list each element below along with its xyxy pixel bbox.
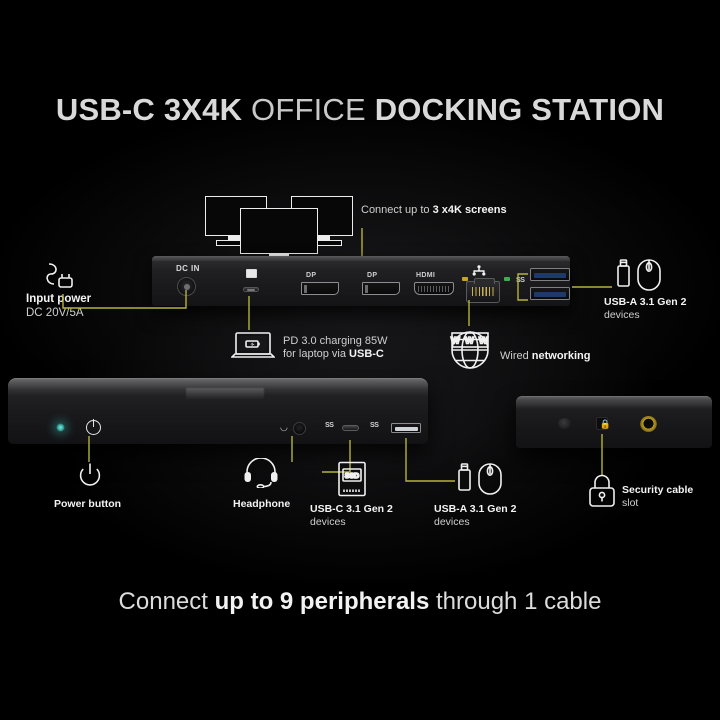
callout-input-power-line2: DC 20V/5A xyxy=(26,307,84,320)
side-vent-port xyxy=(558,418,571,429)
callout-headphone-label: Headphone xyxy=(233,498,291,510)
displayport-1[interactable] xyxy=(301,282,339,295)
network-nodes-icon xyxy=(472,265,486,276)
usb-flash-mouse-icon xyxy=(614,258,668,292)
callout-pd-charging: PD 3.0 charging 85W for laptop via USB-C xyxy=(283,335,388,362)
callout-pd-line2-bold: USB-C xyxy=(349,348,384,361)
title-part-2: OFFICE xyxy=(242,92,375,127)
dock-front-gloss xyxy=(8,378,428,396)
title-part-3: DOCKING STATION xyxy=(374,92,665,127)
superspeed-logo-front-a: SS xyxy=(370,422,379,429)
padlock-icon xyxy=(586,472,618,508)
callout-usbc-front-line2: devices xyxy=(310,515,346,528)
superspeed-logo-front-c: SS xyxy=(325,422,334,429)
footer-pre: Connect xyxy=(118,588,215,615)
dc-in-label: DC IN xyxy=(176,264,200,273)
dock-side-view: 🔒 xyxy=(516,396,712,448)
ssd-icon: SSD xyxy=(336,461,368,497)
callout-power-button-label: Power button xyxy=(54,498,122,510)
callout-headphone: Headphone xyxy=(233,498,290,511)
usb-c-port-front[interactable] xyxy=(342,425,359,431)
callout-security-line1: Security cable xyxy=(622,484,694,496)
callout-usbc-front-line1: USB-C 3.1 Gen 2 xyxy=(310,503,393,515)
callout-screens: Connect up to 3 x4K screens xyxy=(361,204,507,217)
power-cable-icon xyxy=(44,262,78,292)
callout-security-slot: Security cable slot xyxy=(622,484,693,510)
page-title: USB-C 3X4K OFFICE DOCKING STATION xyxy=(0,92,720,128)
callout-pd-line1: PD 3.0 charging 85W xyxy=(283,335,388,347)
callout-usbc-front: USB-C 3.1 Gen 2 devices xyxy=(310,503,393,529)
hdmi-port[interactable] xyxy=(414,282,454,295)
callout-screens-bold: 3 x4K screens xyxy=(432,204,507,216)
callout-pd-line2: for laptop via USB-C xyxy=(283,348,388,361)
callout-usba-front: USB-A 3.1 Gen 2 devices xyxy=(434,503,516,529)
dock-rear-top-edge xyxy=(152,256,570,261)
power-button[interactable] xyxy=(86,419,101,435)
callout-usba-front-line1: USB-A 3.1 Gen 2 xyxy=(434,503,517,515)
callout-pd-line2-pre: for laptop via xyxy=(283,348,350,361)
dock-rear-view: DC IN DP DP HDMI SS xyxy=(152,256,570,306)
headset-icon xyxy=(243,458,279,488)
title-part-1: USB-C 3X4K xyxy=(55,92,243,127)
security-lock-slot[interactable]: 🔒 xyxy=(596,417,611,430)
callout-screens-pre: Connect up to xyxy=(361,204,433,216)
dp1-label: DP xyxy=(306,272,317,279)
monitor-right-stand xyxy=(314,236,330,240)
hdmi-label: HDMI xyxy=(416,272,436,279)
usb-a-port-front[interactable] xyxy=(391,423,421,433)
lan-led-amber xyxy=(462,277,468,281)
superspeed-logo-rear: SS xyxy=(516,277,525,284)
ethernet-rj45-port[interactable] xyxy=(466,278,500,303)
callout-usba-front-line2: devices xyxy=(434,515,470,528)
callout-networking: Wired networking xyxy=(500,350,590,363)
power-led-indicator xyxy=(56,423,65,432)
monitor-center xyxy=(240,208,318,254)
callout-input-power: Input power DC 20V/5A xyxy=(26,292,91,320)
footer-post: through 1 cable xyxy=(429,588,602,615)
headphone-jack-port[interactable] xyxy=(293,422,306,435)
monitor-left-stand xyxy=(228,236,244,240)
callout-power-button: Power button xyxy=(54,498,121,511)
usb-a-port-rear-2[interactable] xyxy=(530,287,570,300)
lock-glyph-icon: 🔒 xyxy=(599,419,611,429)
callout-input-power-line1: Input power xyxy=(26,293,92,305)
footer-bold: up to 9 peripherals xyxy=(214,588,430,615)
usbc-host-port[interactable] xyxy=(243,287,259,292)
displayport-2[interactable] xyxy=(362,282,400,295)
callout-usba-rear-line2: devices xyxy=(604,308,640,321)
side-audio-port[interactable] xyxy=(640,416,657,433)
www-globe-icon: W W W xyxy=(444,326,496,370)
dock-side-gloss xyxy=(516,396,712,409)
rj45-pins xyxy=(472,287,494,296)
laptop-battery-icon xyxy=(231,330,275,362)
dp2-label: DP xyxy=(367,272,378,279)
usb-flash-mouse-icon-front xyxy=(455,462,509,496)
laptop-glyph-icon xyxy=(246,269,257,278)
callout-networking-pre: Wired xyxy=(500,350,532,362)
dock-front-view: ◡ SS SS xyxy=(8,378,428,444)
callout-security-line2: slot xyxy=(622,496,639,509)
lan-led-green xyxy=(504,277,510,281)
callout-usba-rear: USB-A 3.1 Gen 2 devices xyxy=(604,296,686,322)
headphone-glyph-icon: ◡ xyxy=(280,422,288,432)
callout-networking-bold: networking xyxy=(531,350,591,362)
usba-bracket-rear xyxy=(517,273,528,301)
callout-usba-rear-line1: USB-A 3.1 Gen 2 xyxy=(604,296,687,308)
svg-text:W W W: W W W xyxy=(451,336,489,347)
brand-logo xyxy=(186,388,264,399)
svg-text:SSD: SSD xyxy=(345,473,359,480)
power-symbol-icon xyxy=(78,462,102,488)
usb-a-port-rear-1[interactable] xyxy=(530,268,570,281)
footer-tagline: Connect up to 9 peripherals through 1 ca… xyxy=(0,588,720,616)
